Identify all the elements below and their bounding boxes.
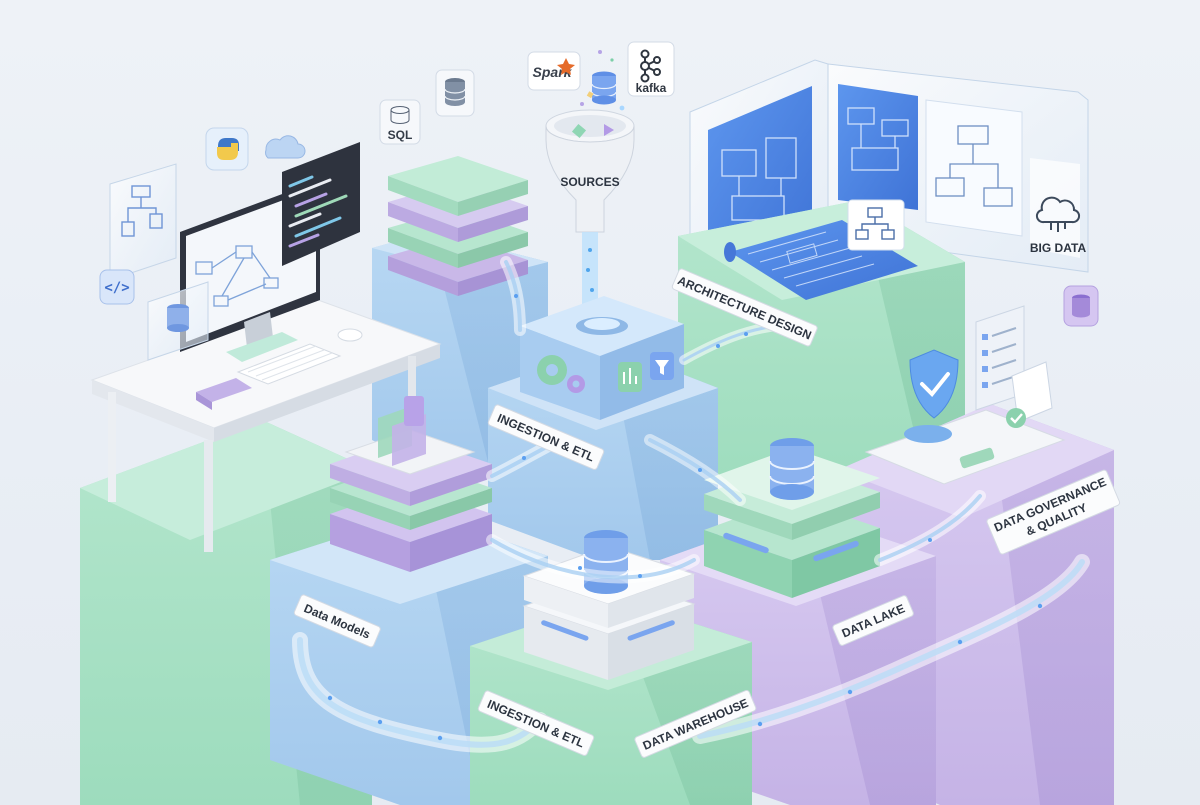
- shield-icon: [904, 349, 959, 443]
- code-editor-panel: [282, 142, 360, 266]
- cloud-icon: [265, 135, 306, 159]
- database-panel-icon: [147, 281, 209, 361]
- funnel-icon: SOURCES: [545, 109, 635, 324]
- sparkle-particles: [580, 50, 625, 111]
- svg-text:</>: </>: [104, 280, 129, 296]
- pipeline-particles: [327, 294, 1043, 741]
- spark-icon: Spark: [527, 51, 581, 91]
- data-lake-stack: [704, 438, 880, 598]
- kafka-label: kafka: [636, 81, 667, 95]
- ingestion-processor-box: [520, 296, 684, 420]
- schema-glass-panel: [109, 163, 177, 281]
- big-data-database-icon: [1063, 285, 1099, 327]
- quality-report-icon: [959, 361, 1053, 469]
- code-icon: </>: [99, 269, 135, 305]
- python-icon: [205, 127, 249, 171]
- kafka-icon: kafka: [627, 41, 675, 97]
- gear-icon: [537, 355, 585, 393]
- pillar-architecture: [678, 199, 965, 500]
- etl-tool-icon: [618, 352, 674, 392]
- sources-database-icon: [591, 71, 617, 105]
- data-models-stack: [330, 396, 492, 572]
- sources-label: SOURCES: [560, 175, 619, 189]
- sql-icon: SQL: [379, 99, 421, 145]
- database-card-icon: [435, 69, 475, 117]
- big-data-label: BIG DATA: [1030, 241, 1087, 255]
- sql-label: SQL: [388, 128, 413, 142]
- big-data-icon: [1035, 196, 1081, 232]
- data-model-layers: [388, 156, 528, 296]
